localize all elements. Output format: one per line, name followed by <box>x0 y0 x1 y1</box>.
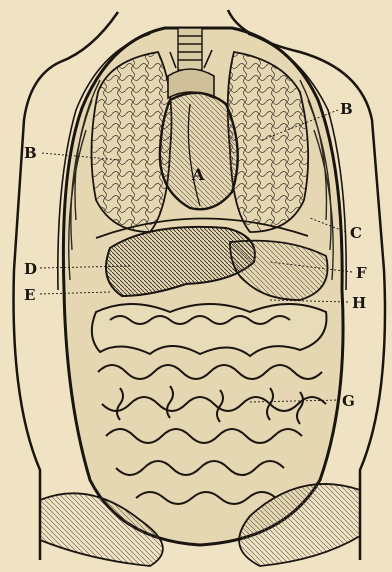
label-a: A <box>191 165 205 184</box>
label-c: C <box>350 224 362 242</box>
label-e: E <box>24 286 35 304</box>
label-d: D <box>24 260 37 278</box>
trachea <box>178 28 202 70</box>
label-g: G <box>342 392 355 410</box>
label-b-right: B <box>340 100 353 118</box>
label-f: F <box>356 264 367 282</box>
label-h: H <box>352 294 366 312</box>
heart <box>160 93 238 209</box>
label-b-left: B <box>24 144 37 162</box>
